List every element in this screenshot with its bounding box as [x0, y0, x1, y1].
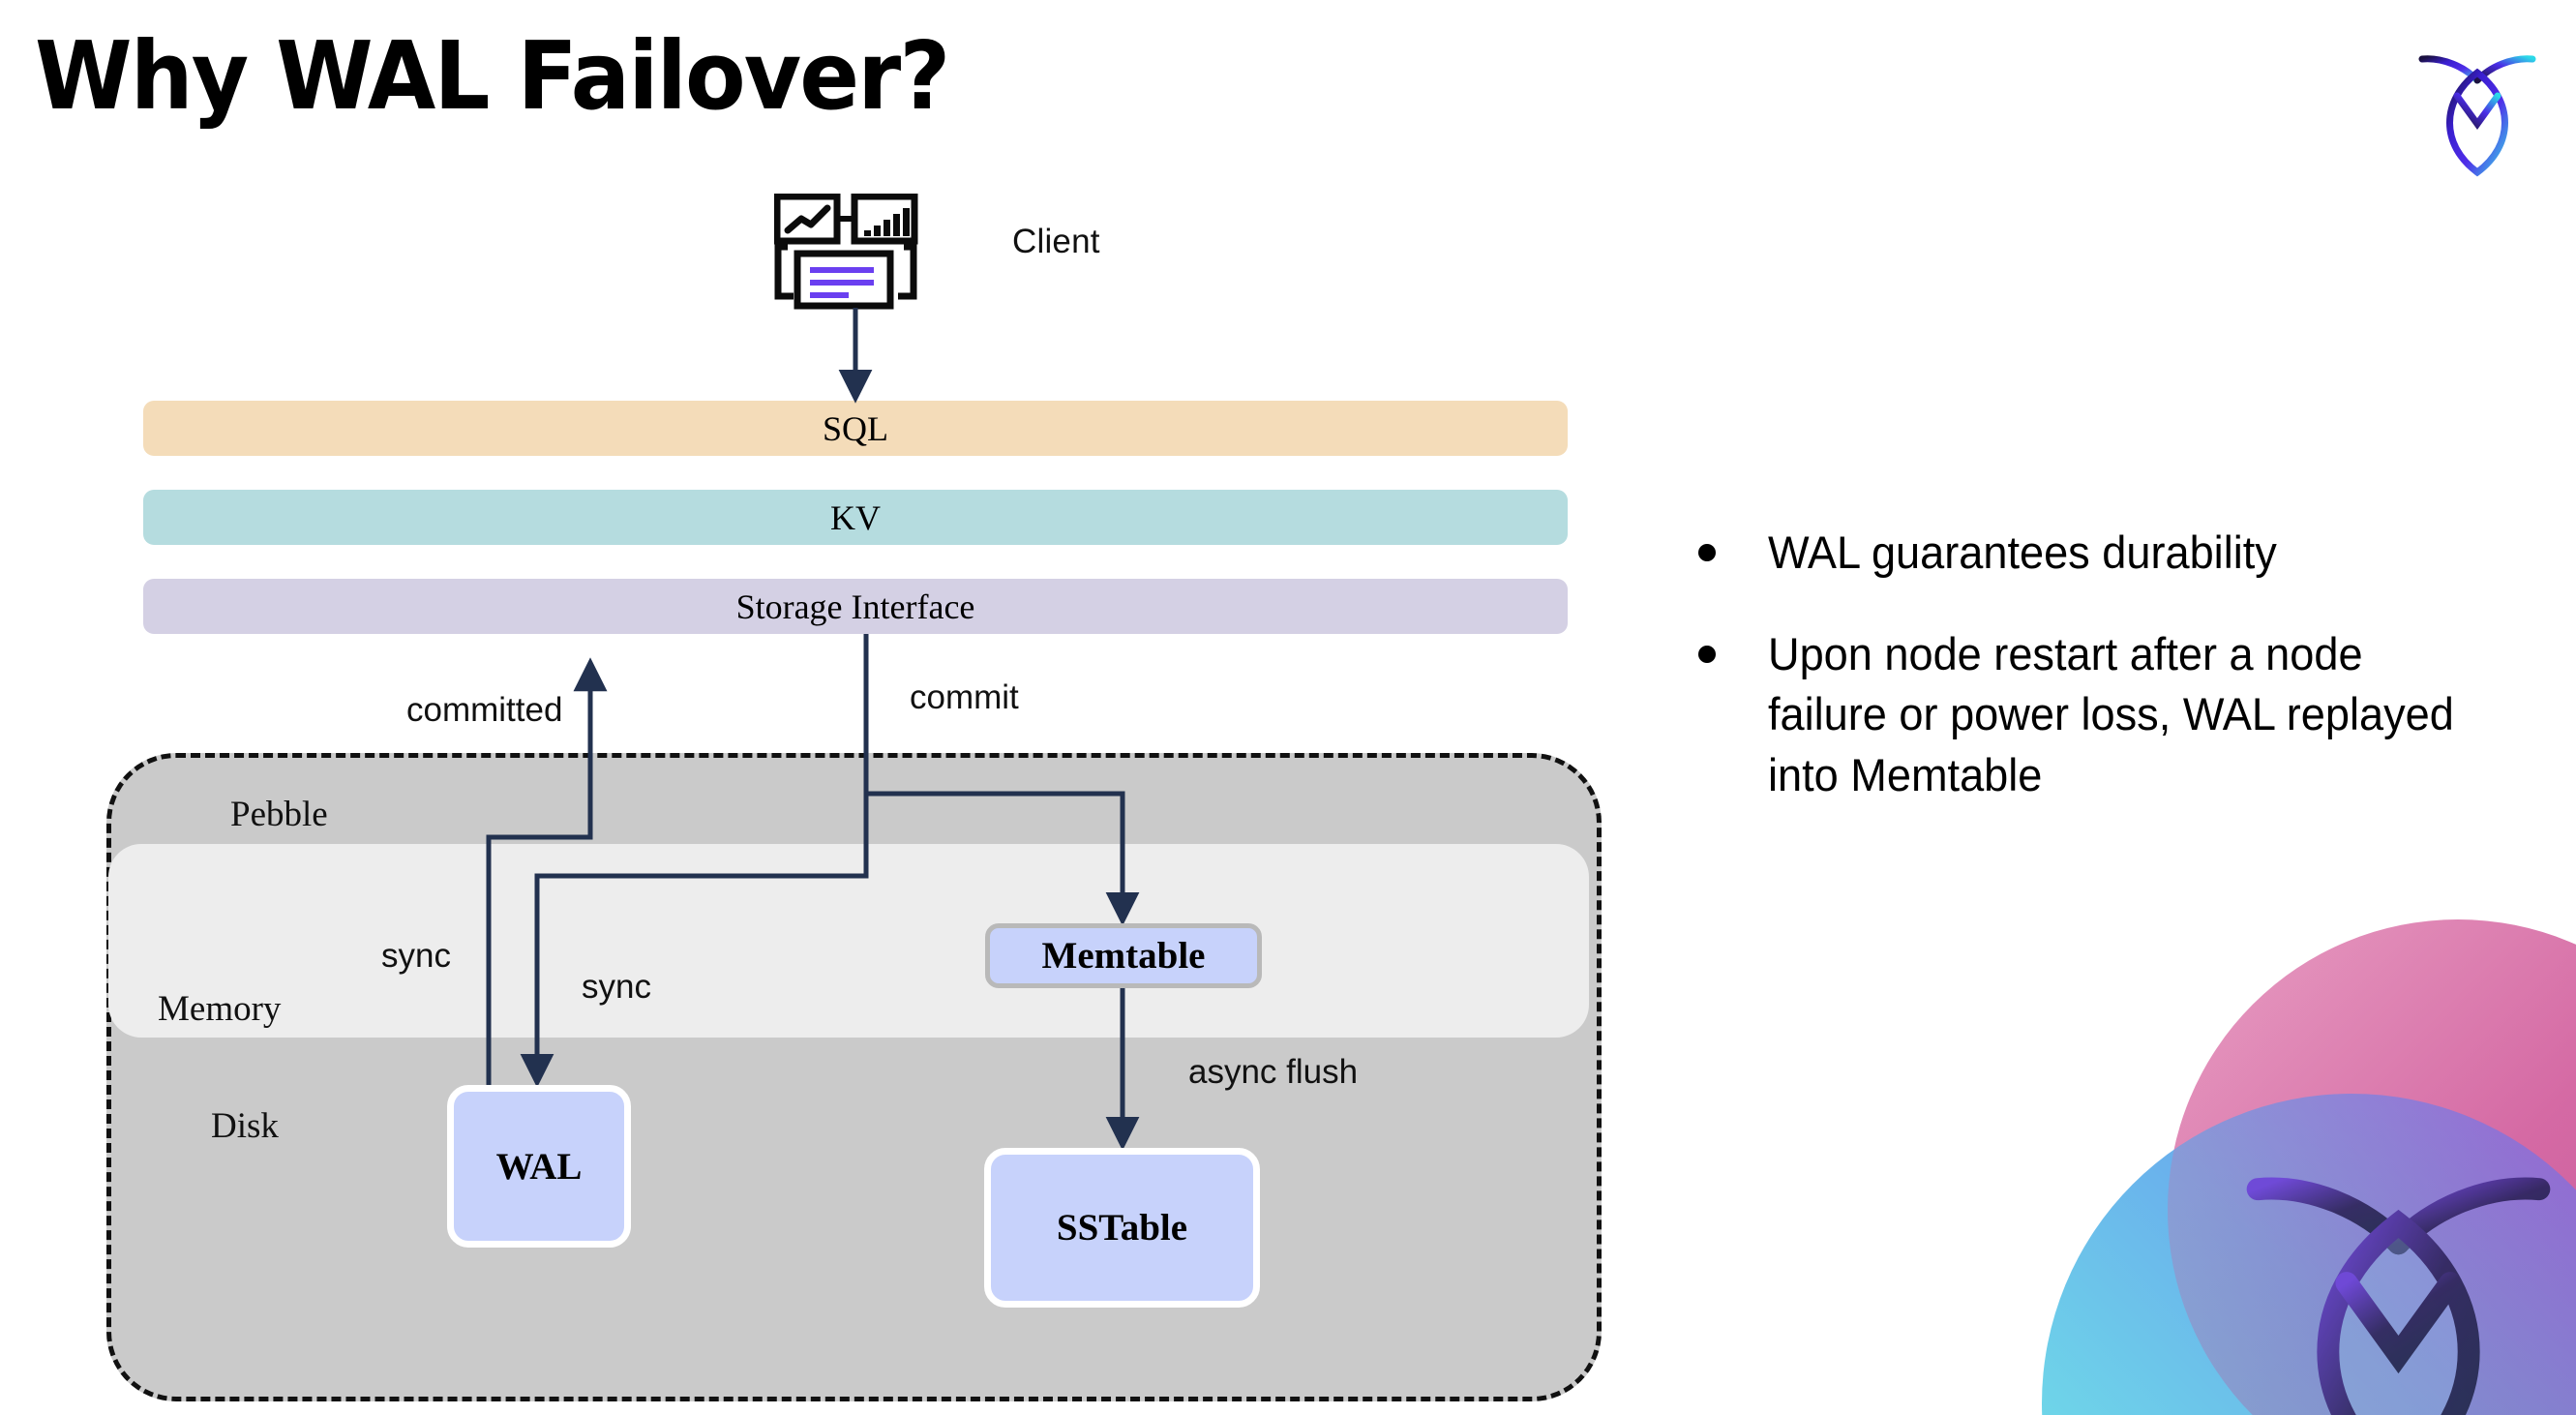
edge-label-committed: committed [406, 691, 563, 729]
layer-bar-storage-interface: Storage Interface [143, 579, 1568, 634]
list-item: Upon node restart after a node failure o… [1698, 624, 2501, 806]
pebble-label: Pebble [230, 795, 328, 834]
node-sstable: SSTable [984, 1148, 1260, 1308]
edge-label-commit: commit [910, 678, 1019, 716]
client-label: Client [1012, 223, 1100, 260]
bullet-text: WAL guarantees durability [1768, 527, 2277, 578]
node-memtable: Memtable [985, 923, 1262, 988]
bullet-dot-icon [1698, 544, 1716, 561]
layer-label-kv: KV [830, 497, 881, 537]
cockroachdb-logo [2410, 37, 2545, 182]
node-label-memtable: Memtable [1041, 935, 1206, 977]
layer-bar-kv: KV [143, 490, 1568, 545]
memory-label: Memory [158, 989, 282, 1029]
edge-label-sync-left: sync [381, 937, 451, 975]
decorative-brand-graphic [1935, 890, 2576, 1415]
layer-bar-sql: SQL [143, 401, 1568, 456]
node-label-sstable: SSTable [1056, 1207, 1188, 1249]
node-label-wal: WAL [495, 1145, 583, 1188]
layer-label-storage-interface: Storage Interface [735, 587, 975, 626]
bullet-list: WAL guarantees durability Upon node rest… [1698, 523, 2501, 846]
bullet-text: Upon node restart after a node failure o… [1768, 627, 2454, 800]
disk-label: Disk [211, 1106, 279, 1146]
edge-label-sync-right: sync [582, 968, 651, 1006]
client-dashboard-icon [773, 193, 929, 310]
layer-label-sql: SQL [822, 408, 888, 448]
list-item: WAL guarantees durability [1698, 523, 2501, 584]
page-title: Why WAL Failover? [35, 21, 950, 131]
node-wal: WAL [447, 1085, 631, 1248]
edge-label-async-flush: async flush [1188, 1053, 1359, 1091]
bullet-dot-icon [1698, 645, 1716, 663]
memory-band [108, 844, 1589, 1038]
